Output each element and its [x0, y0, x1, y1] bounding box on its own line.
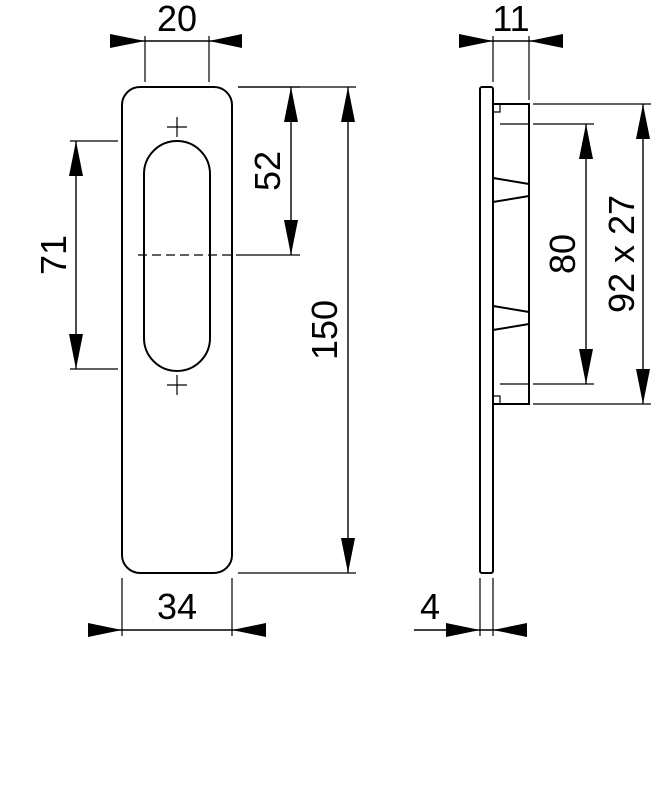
dim-outer-height: 92 x 27 — [533, 103, 651, 405]
screw-mark-top — [167, 117, 187, 137]
dim-inner-height-label: 80 — [542, 234, 583, 274]
dim-top-width-label: 20 — [157, 0, 197, 39]
dim-inner-height: 80 — [533, 123, 594, 385]
side-view: 11 80 92 x 27 4 — [414, 0, 651, 637]
dim-top-width: 20 — [110, 0, 242, 82]
dim-outer-height-label: 92 x 27 — [601, 195, 642, 313]
dim-total-height-label: 150 — [304, 300, 345, 360]
dim-offset-label: 52 — [247, 151, 288, 191]
dim-thickness-label: 4 — [420, 586, 440, 627]
clip-top — [492, 176, 530, 204]
dim-left-height: 71 — [33, 140, 118, 370]
screw-mark-bottom — [167, 375, 187, 395]
clip-bottom — [492, 304, 530, 332]
dim-offset: 52 — [238, 86, 300, 256]
recess-body — [492, 103, 530, 405]
oval-recess — [143, 140, 211, 372]
front-view: 20 71 52 150 — [33, 0, 356, 637]
side-plate — [479, 86, 494, 574]
dim-depth-label: 11 — [492, 0, 529, 39]
dim-total-height: 150 — [238, 86, 356, 574]
dim-thickness: 4 — [414, 578, 527, 637]
dim-bottom-width: 34 — [88, 578, 266, 637]
dim-depth: 11 — [459, 0, 563, 100]
dim-left-height-label: 71 — [33, 235, 74, 275]
dim-bottom-width-label: 34 — [157, 586, 197, 627]
